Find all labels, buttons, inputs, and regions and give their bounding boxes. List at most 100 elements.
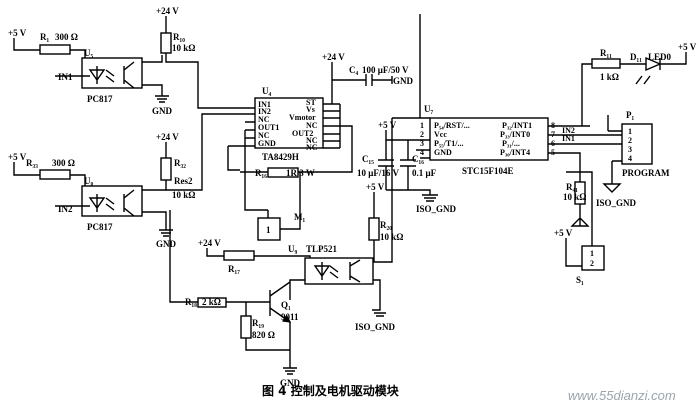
u7-label: U₇ [424, 104, 433, 114]
input-channel-1: +5 V R₁ 300 Ω U₅ IN1 PC817 GND +24 V R₁₀… [8, 6, 238, 116]
r17-label: R₁₇ [228, 264, 240, 274]
vcc-5v-label-6: +5 V [554, 228, 573, 238]
ta-pin-nc4: NC [306, 136, 318, 145]
r32-value: 10 kΩ [172, 190, 195, 200]
opto-led-icon-2 [88, 194, 106, 212]
led-light-arrows [635, 75, 651, 85]
vcc-5v-label-5: +5 V [678, 42, 697, 52]
in2-label: IN2 [58, 204, 73, 214]
r1-label: R₁ [40, 32, 49, 42]
iso-gnd-symbol-2 [602, 183, 622, 193]
led0-label: LED0 [648, 52, 672, 62]
program-label: PROGRAM [622, 168, 670, 178]
r33-label: R₃₃ [26, 158, 38, 168]
ta-pin-in1: IN1 [258, 100, 271, 109]
c4-gnd-label: GND [393, 76, 414, 86]
p1-pin-4: 4 [628, 154, 632, 163]
stc-pin-vcc: Vcc [434, 130, 447, 139]
phototransistor-icon-2 [123, 189, 135, 217]
opto-light-arrows [105, 69, 115, 83]
tlp-phototransistor-icon [349, 259, 361, 283]
stc-net-in2: IN2 [562, 126, 575, 135]
r41-label: R₄₁ [566, 182, 578, 192]
gnd-arrow-icon [570, 204, 590, 227]
ground-symbol-3 [283, 367, 297, 375]
resistor-r10 [160, 32, 172, 54]
ta-pin-nc2: NC [258, 131, 270, 140]
in1-label: IN1 [58, 72, 73, 82]
ta-pin-gnd: GND [258, 139, 276, 148]
vcc-24v-label-2: +24 V [156, 132, 179, 142]
r20-label: R₂₀ [380, 220, 392, 230]
r10-label: R₁₀ [173, 32, 185, 42]
ta-pin-vs: Vs [306, 105, 315, 114]
resistor-r19 [240, 315, 252, 339]
motor-pin-num: 1 [266, 225, 271, 235]
pc817-label-2: PC817 [87, 222, 113, 232]
gnd-label-1: GND [152, 106, 173, 116]
input-channel-2: +5 V R₃₃ 300 Ω U₈ IN2 PC817 GND +24 V R₃… [8, 113, 238, 249]
r19-label: R₁₉ [252, 318, 264, 328]
ta-pin-vmotor: Vmotor [289, 113, 316, 122]
ta-pin-in2: IN2 [258, 107, 271, 116]
c15-value: 10 μF/16 V [357, 168, 399, 178]
s1-pin-1: 1 [590, 249, 594, 258]
u5-label: U₅ [84, 48, 93, 58]
r32-label: R₃₂ [174, 158, 186, 168]
pc817-label-1: PC817 [87, 94, 113, 104]
vcc-24v-label-4: +24 V [198, 238, 221, 248]
iso-gnd-label-3: ISO_GND [596, 198, 637, 208]
motor-driver-ta8429h: U₄ IN1 IN2 NC OUT1 NC GND ST Vs Vmotor N… [227, 52, 353, 211]
r10-value: 10 kΩ [172, 43, 195, 53]
gnd-label-2: GND [156, 239, 177, 249]
ta8429h-body [254, 97, 324, 149]
p1-pin-1: 1 [628, 127, 632, 136]
motor-m1: 1 M₁ [257, 172, 305, 241]
stc-net-in1: IN1 [562, 134, 575, 143]
q1-value: 9011 [281, 312, 299, 322]
u8-label: U₈ [84, 176, 93, 186]
r18-value: 2 kΩ [202, 297, 221, 307]
current-sense-resistor: R₁₆ 1R 3 W [240, 167, 340, 178]
gnd-label-3: GND [280, 378, 301, 388]
tlp521-label: TLP521 [306, 244, 338, 254]
p1-label: P₁ [626, 110, 634, 120]
stc-pin-int1: P₃₂/INT1 [502, 121, 532, 130]
stc-pin-int4: P₃₀/INT4 [500, 148, 530, 157]
stc-pin-int0: P₃₃/INT0 [500, 130, 530, 139]
p1-pin-2: 2 [628, 136, 632, 145]
resistor-r17 [223, 250, 255, 261]
ta-pin-nc3: NC [306, 121, 318, 130]
tlp-led-icon [313, 262, 331, 280]
vcc-5v-label: +5 V [8, 28, 27, 38]
iso-gnd-label-2: ISO_GND [416, 204, 457, 214]
vcc-24v-label-3: +24 V [322, 52, 345, 62]
status-led: +5 V D₁₁ LED0 R₁₁ 1 kΩ [581, 42, 697, 126]
c16-value: 0.1 μF [412, 168, 437, 178]
ta8429h-label: TA8429H [262, 152, 299, 162]
resistor-r1 [39, 44, 71, 55]
r33-value: 300 Ω [52, 158, 75, 168]
ta-pin-nc5: NC [306, 143, 318, 152]
resistor-r33 [39, 169, 71, 180]
vcc-5v-label-2: +5 V [8, 152, 27, 162]
ta-pin-out2: OUT2 [292, 129, 313, 138]
stc-num-2: 2 [420, 130, 424, 139]
r20-value: 10 kΩ [380, 232, 403, 242]
p1-body [621, 123, 653, 165]
ta-pin-out1: OUT1 [258, 123, 279, 132]
stc-num-1: 1 [420, 121, 424, 130]
switch-s1-body [581, 245, 605, 271]
watermark-text: www.55dianzi.com [568, 388, 676, 403]
figure-caption: 图 4 控制及电机驱动模块 [262, 383, 400, 398]
ground-symbol [155, 95, 169, 103]
d11-label: D₁₁ [630, 52, 642, 62]
c15-label: C₁₅ [362, 154, 374, 164]
vcc-5v-label-4: +5 V [366, 182, 385, 192]
q1-emitter-icon [269, 281, 290, 322]
r11-label: R₁₁ [600, 48, 612, 58]
resistor-r11 [591, 58, 621, 69]
u4-label: U₄ [262, 86, 271, 96]
